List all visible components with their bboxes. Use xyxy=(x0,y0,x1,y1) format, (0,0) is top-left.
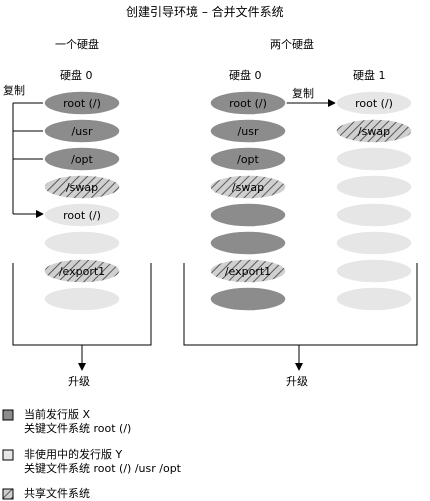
left-copy-label: 复制 xyxy=(3,84,25,97)
partition-label: root (/) xyxy=(355,97,393,110)
export1-partition-disk xyxy=(43,258,121,284)
right-disk1-label: 硬盘 1 xyxy=(353,69,386,82)
partition-label: root (/) xyxy=(63,97,101,110)
blank-partition-disk xyxy=(335,258,413,284)
partition-label: root (/) xyxy=(63,209,101,222)
partition-label: /usr xyxy=(72,125,93,138)
left-disk-label: 硬盘 0 xyxy=(60,69,93,82)
blank-partition-disk xyxy=(335,174,413,200)
blank-partition-disk xyxy=(43,230,121,256)
right-disk0-stack: root (/) /usr/opt/swap/export1 xyxy=(209,90,287,312)
partition-label: root (/) xyxy=(229,97,267,110)
partition-label: /opt xyxy=(71,153,93,166)
swap-partition-disk xyxy=(209,174,287,200)
right-copy-label: 复制 xyxy=(292,87,314,100)
left-panel-heading: 一个硬盘 xyxy=(55,38,99,51)
left-upgrade-label: 升级 xyxy=(68,375,90,388)
usr-partition-disk xyxy=(209,118,287,144)
root-partition-disk xyxy=(43,202,121,228)
left-disk-stack: root (/) /usr/opt/swap root (/) /export1 xyxy=(43,90,121,312)
left-copy-connector xyxy=(12,102,44,218)
partition-label: /usr xyxy=(238,125,259,138)
blank-partition-disk xyxy=(335,286,413,312)
usr-partition-disk xyxy=(43,118,121,144)
partition-label: /swap xyxy=(66,181,98,194)
legend-shared-line1: 共享文件系统 xyxy=(24,487,90,500)
legend-current-line2: 关键文件系统 root (/) xyxy=(24,422,132,435)
blank-partition-disk xyxy=(335,202,413,228)
blank-partition-disk xyxy=(335,146,413,172)
opt-partition-disk xyxy=(209,146,287,172)
blank-partition-disk xyxy=(335,230,413,256)
legend-current-line1: 当前发行版 X xyxy=(24,408,91,421)
page-title: 创建引导环境 – 合并文件系统 xyxy=(126,5,284,19)
partition-label: /export1 xyxy=(225,265,271,278)
legend-inactive-line1: 非使用中的发行版 Y xyxy=(24,448,123,461)
legend-inactive-line2: 关键文件系统 root (/) /usr /opt xyxy=(24,462,181,475)
legend-shared-swatch xyxy=(2,488,14,500)
root-partition-disk xyxy=(209,90,287,116)
partition-label: /swap xyxy=(232,181,264,194)
partition-label: /swap xyxy=(358,125,390,138)
right-panel-heading: 两个硬盘 xyxy=(270,38,314,51)
blank-partition-disk xyxy=(209,230,287,256)
right-upgrade-container xyxy=(183,263,418,346)
export1-partition-disk xyxy=(209,258,287,284)
root-partition-disk xyxy=(335,90,413,116)
partition-label: /export1 xyxy=(59,265,105,278)
legend-inactive-swatch xyxy=(2,449,14,461)
right-disk1-stack: root (/) /swap xyxy=(335,90,413,312)
opt-partition-disk xyxy=(43,146,121,172)
legend-current-swatch xyxy=(2,409,14,421)
right-disk0-label: 硬盘 0 xyxy=(229,69,262,82)
blank-partition-disk xyxy=(209,202,287,228)
blank-partition-disk xyxy=(209,286,287,312)
blank-partition-disk xyxy=(43,286,121,312)
swap-partition-disk xyxy=(335,118,413,144)
swap-partition-disk xyxy=(43,174,121,200)
right-upgrade-label: 升级 xyxy=(286,375,308,388)
root-partition-disk xyxy=(43,90,121,116)
partition-label: /opt xyxy=(237,153,259,166)
